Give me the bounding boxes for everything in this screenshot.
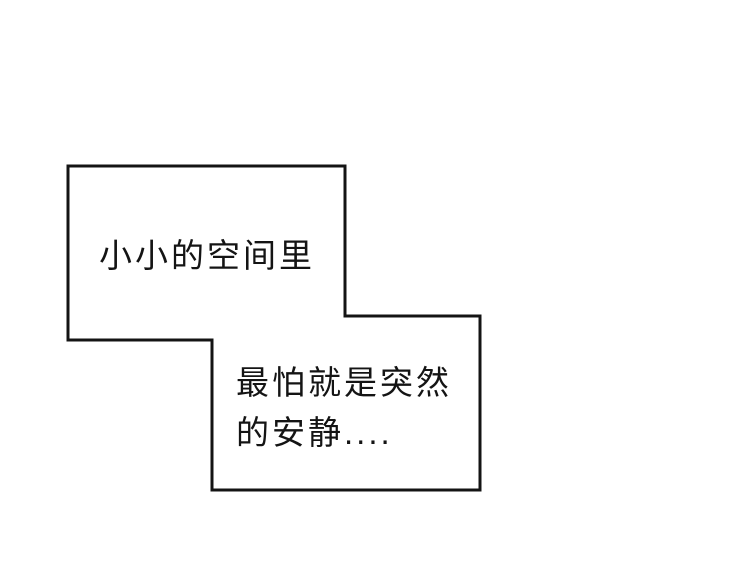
caption-box-2-line-1: 最怕就是突然 [236, 364, 452, 401]
caption-box-1-text: 小小的空间里 [99, 237, 315, 274]
caption-box-2-line-2: 的安静.... [236, 414, 393, 451]
caption-box-shape [66, 164, 482, 492]
caption-box-2-text: 最怕就是突然 的安静.... [236, 358, 452, 458]
